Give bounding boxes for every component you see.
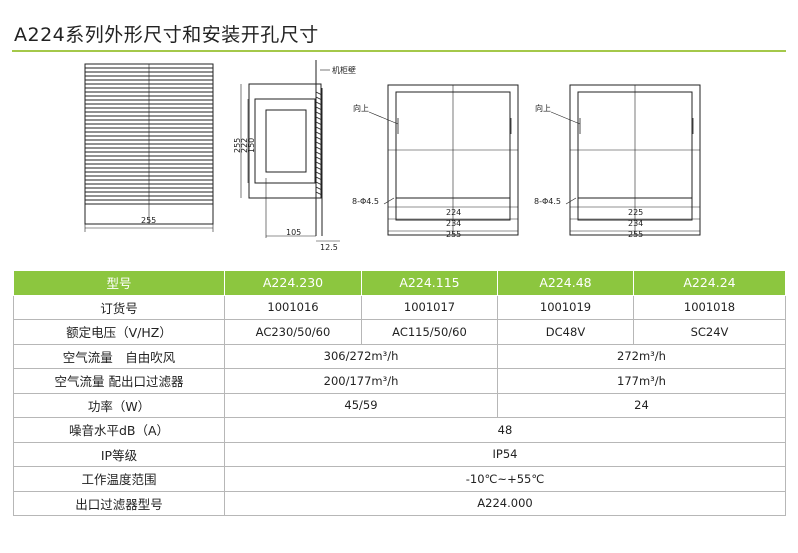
page-title: A224系列外形尺寸和安装开孔尺寸 — [14, 24, 319, 46]
table-cell: -10℃~+55℃ — [224, 466, 786, 492]
side-fin-line — [315, 151, 323, 156]
table-cell: 306/272m³/h — [224, 343, 498, 369]
row-label: IP等级 — [13, 441, 225, 467]
table-row-temperature: 工作温度范围 -10℃~+55℃ — [13, 466, 786, 492]
side-fin-line — [315, 116, 323, 121]
row-label: 工作温度范围 — [13, 466, 225, 492]
side-fin-line — [315, 121, 323, 126]
table-cell: A224.000 — [224, 490, 786, 516]
header-a224-230: A224.230 — [224, 270, 362, 296]
side-fin-lines — [315, 91, 323, 196]
table-cell: 1001016 — [224, 294, 362, 320]
table-row-airflow-filter: 空气流量 配出口过滤器 200/177m³/h 177m³/h — [13, 368, 786, 394]
table-row-power: 功率（W） 45/59 24 — [13, 392, 786, 418]
table-cell: IP54 — [224, 441, 786, 467]
cutout-view-2 — [550, 84, 701, 236]
side-fin-line — [315, 191, 323, 196]
table-cell: DC48V — [497, 319, 634, 345]
table-cell: AC115/50/60 — [361, 319, 498, 345]
side-fin-line — [315, 101, 323, 106]
up-label-2: 向上 — [535, 103, 551, 113]
side-fin-line — [315, 161, 323, 166]
header-a224-48: A224.48 — [497, 270, 634, 296]
table-row-airflow-free: 空气流量 自由吹风 306/272m³/h 272m³/h — [13, 343, 786, 369]
side-fin-line — [315, 176, 323, 181]
front-width-label: 255 — [141, 216, 156, 225]
side-fin-line — [315, 171, 323, 176]
table-row-noise: 噪音水平dB（A） 48 — [13, 417, 786, 443]
table-row-voltage: 额定电压（V/HZ） AC230/50/60 AC115/50/60 DC48V… — [13, 319, 786, 345]
up-label-1: 向上 — [353, 103, 369, 113]
row-label: 额定电压（V/HZ） — [13, 319, 225, 345]
side-fin-line — [315, 181, 323, 186]
title-rule — [12, 50, 786, 52]
side-fin-line — [315, 126, 323, 131]
cutout2-width-234: 234 — [628, 219, 643, 228]
side-fin-line — [315, 146, 323, 151]
side-fin-line — [315, 111, 323, 116]
spec-table: 型号 A224.230 A224.115 A224.48 A224.24 订货号… — [13, 270, 786, 516]
side-fin-line — [315, 156, 323, 161]
side-fin-line — [315, 136, 323, 141]
header-a224-24: A224.24 — [633, 270, 786, 296]
header-model: 型号 — [13, 270, 225, 296]
side-fin-line — [315, 106, 323, 111]
row-label: 功率（W） — [13, 392, 225, 418]
cutout-view-1 — [368, 84, 519, 236]
table-row-ip: IP等级 IP54 — [13, 441, 786, 467]
row-label: 订货号 — [13, 294, 225, 320]
cabinet-wall-label: 机柜壁 — [332, 65, 356, 75]
table-cell: 45/59 — [224, 392, 498, 418]
side-depth-label: 105 — [286, 228, 301, 237]
side-fin-line — [315, 186, 323, 191]
side-fin-line — [315, 91, 323, 96]
cutout2-width-225: 225 — [628, 208, 643, 217]
table-cell: 177m³/h — [497, 368, 786, 394]
table-cell: AC230/50/60 — [224, 319, 362, 345]
side-view-drawing — [240, 60, 340, 242]
table-cell: 272m³/h — [497, 343, 786, 369]
table-cell: 1001019 — [497, 294, 634, 320]
table-cell: SC24V — [633, 319, 786, 345]
table-cell: 24 — [497, 392, 786, 418]
table-cell: 1001018 — [633, 294, 786, 320]
row-label: 空气流量 配出口过滤器 — [13, 368, 225, 394]
side-fin-line — [315, 166, 323, 171]
row-label: 空气流量 自由吹风 — [13, 343, 225, 369]
table-row-filter-model: 出口过滤器型号 A224.000 — [13, 490, 786, 516]
header-a224-115: A224.115 — [361, 270, 498, 296]
wall-thickness-label: 12.5 — [320, 243, 338, 252]
side-fin-line — [315, 141, 323, 146]
cutout1-width-255: 255 — [446, 230, 461, 239]
side-fin-line — [315, 96, 323, 101]
cutout1-width-234: 234 — [446, 219, 461, 228]
side-height-222: 222 — [240, 138, 249, 153]
side-fin-line — [315, 131, 323, 136]
side-height-255: 255 — [233, 138, 242, 153]
table-header-row: 型号 A224.230 A224.115 A224.48 A224.24 — [13, 270, 786, 296]
cutout1-width-224: 224 — [446, 208, 461, 217]
hole-label-1: 8-Φ4.5 — [352, 197, 379, 206]
table-cell: 1001017 — [361, 294, 498, 320]
hole-label-2: 8-Φ4.5 — [534, 197, 561, 206]
row-label: 出口过滤器型号 — [13, 490, 225, 516]
dimension-drawings: 255 机柜壁 255 222 150 105 12.5 向上 8-Φ4.5 — [84, 60, 701, 252]
row-label: 噪音水平dB（A） — [13, 417, 225, 443]
front-view-drawing — [84, 63, 214, 232]
table-row-order-number: 订货号 1001016 1001017 1001019 1001018 — [13, 294, 786, 320]
table-cell: 48 — [224, 417, 786, 443]
cutout2-width-255: 255 — [628, 230, 643, 239]
side-height-150: 150 — [247, 138, 256, 153]
table-cell: 200/177m³/h — [224, 368, 498, 394]
